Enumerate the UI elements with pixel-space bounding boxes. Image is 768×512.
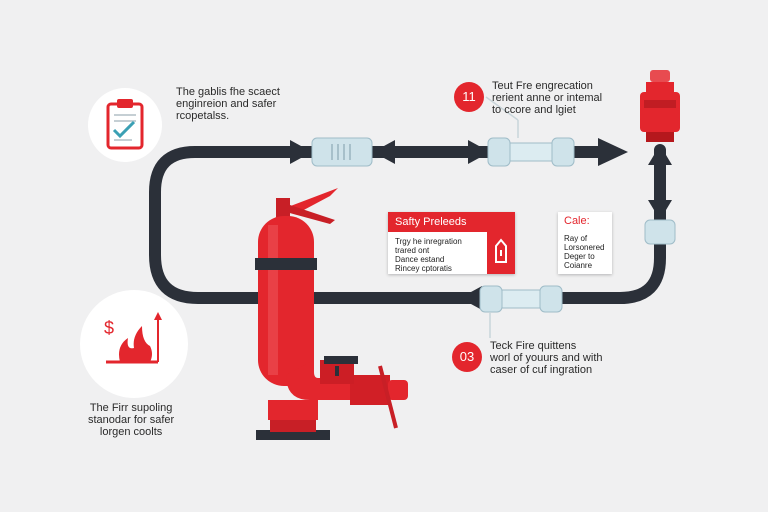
caption-line: lorgen coolts xyxy=(99,426,163,438)
card-line: Ray of xyxy=(564,234,588,243)
coupling-right xyxy=(644,219,676,245)
coupling-top-right xyxy=(487,137,575,167)
arrow-down-right xyxy=(648,200,672,220)
step-line: Teut Fre engrecation xyxy=(492,80,593,92)
safety-protocols-card: Safty Preleeds Trgy he inregration trare… xyxy=(388,212,515,274)
arrow-right-1 xyxy=(290,140,312,164)
card-line: Coianre xyxy=(564,261,593,270)
svg-text:$: $ xyxy=(104,318,114,338)
step-top-text: Teut Fre engrecation rerient anne or int… xyxy=(492,80,602,116)
card-line: Deger to xyxy=(564,252,595,261)
clipboard-check-icon xyxy=(106,99,144,150)
cale-card: Cale: Ray of Lorsonered Deger to Coianre xyxy=(558,212,612,274)
arrow-left-1 xyxy=(373,140,395,164)
cale-card-body: Ray of Lorsonered Deger to Coianre xyxy=(558,230,612,270)
card-line: Rincey cptoratis xyxy=(395,264,452,273)
step-number-top: 11 xyxy=(454,82,484,112)
step-line: Teck Fire quittens xyxy=(490,340,577,352)
cale-card-title: Cale: xyxy=(564,215,590,227)
step-number-bottom: 03 xyxy=(452,342,482,372)
step-line: worl of youurs and with xyxy=(490,352,603,364)
arrow-right-3 xyxy=(598,138,628,166)
card-line: Lorsonered xyxy=(564,243,605,252)
safety-card-title: Safty Preleeds xyxy=(388,212,515,232)
fire-cost-icon: $ xyxy=(104,312,162,364)
safety-card-icon-panel xyxy=(487,232,515,274)
safety-card-body: Trgy he inregration trared ont Dance est… xyxy=(388,232,485,273)
coupling-top-left xyxy=(311,137,373,167)
valve-wheel-icon xyxy=(378,365,398,429)
fire-cost-icon-circle: $ xyxy=(80,290,188,398)
caption-line: stanodar for safer xyxy=(88,414,175,426)
lock-icon xyxy=(495,238,507,263)
clipboard-icon-circle xyxy=(88,88,162,162)
caption-line: The gablis fhe scaect xyxy=(176,86,280,98)
caption-line: enginreion and safer xyxy=(176,98,277,110)
top-left-caption: The gablis fhe scaect enginreion and saf… xyxy=(176,86,280,122)
leader-top xyxy=(485,96,519,121)
step-line: rerient anne or intemal xyxy=(492,92,603,104)
caption-line: The Firr supoling xyxy=(89,402,173,414)
arrow-up-right xyxy=(648,145,672,165)
step-line: to ccore and lgiet xyxy=(492,104,576,116)
step-bottom-text: Teck Fire quittens worl of youurs and wi… xyxy=(490,340,603,376)
card-line: Dance estand xyxy=(395,255,445,264)
card-line: Trgy he inregration xyxy=(395,237,462,246)
arrow-right-2 xyxy=(468,140,490,164)
alarm-beacon-icon xyxy=(640,70,680,142)
step-line: caser of cuf ingration xyxy=(490,364,593,376)
pipe-loop xyxy=(149,144,666,304)
arrow-left-bottom xyxy=(460,286,482,310)
coupling-bottom xyxy=(479,285,563,313)
bottom-left-caption: The Firr supoling stanodar for safer lor… xyxy=(88,402,174,438)
caption-line: rcopetalss. xyxy=(176,110,230,122)
fire-extinguisher-icon xyxy=(255,188,408,440)
card-line: trared ont xyxy=(395,246,430,255)
